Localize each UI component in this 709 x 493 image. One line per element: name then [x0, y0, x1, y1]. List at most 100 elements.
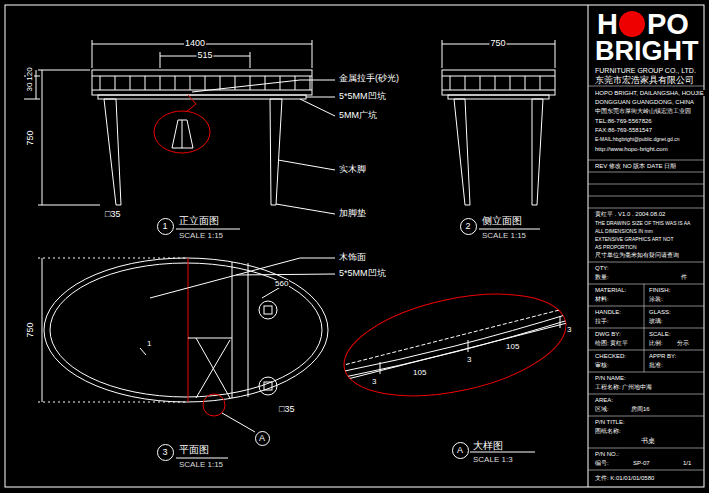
ext-line	[38, 258, 186, 259]
titleblock-text: HOPO BRIGHT, DAILANGSHA, HOUJIE	[594, 90, 705, 96]
leader-line	[150, 258, 335, 298]
drawing-label: SCALE 1:15	[481, 232, 527, 240]
titleblock-text: ALL DIMENSIONS IN mm	[594, 229, 654, 234]
table-plan-inner	[50, 263, 322, 397]
arrow-mark	[140, 348, 146, 355]
drawer-division	[235, 76, 236, 90]
titleblock-text: QTY:	[594, 265, 610, 271]
titleblock-text: 件	[680, 274, 688, 280]
callout-leader	[222, 413, 255, 432]
drawer-division	[175, 76, 176, 90]
drawing-label: 750	[26, 321, 35, 338]
callout-circle: A	[255, 431, 270, 446]
drawing-label: 3	[371, 378, 377, 386]
section-line	[188, 258, 189, 402]
titleblock-text: 玻璃:	[648, 318, 664, 324]
drawer-edge	[188, 338, 232, 339]
titleblock-text: PO	[646, 10, 690, 39]
leg-plan	[264, 382, 272, 390]
titleblock-text: FINISH:	[648, 287, 671, 293]
drawer-division	[130, 76, 131, 90]
callout-circle: 2	[460, 218, 477, 235]
drawing-label: 金属拉手(砂光)	[338, 74, 400, 83]
drawing-label: 平面图	[178, 445, 210, 455]
titleblock-divider	[644, 284, 645, 372]
detail-section	[340, 306, 575, 381]
titleblock-text: 审核:	[594, 362, 610, 368]
callout-circle: 1	[157, 218, 174, 235]
titleblock-text: 分示	[676, 340, 690, 346]
handle-symbol	[172, 120, 193, 148]
drawer-division	[190, 76, 191, 90]
titleblock-text: GLASS:	[648, 309, 672, 315]
titleblock-row	[588, 172, 704, 173]
ext-line	[442, 40, 443, 68]
leg-plan	[259, 377, 277, 395]
logo-dot	[619, 11, 645, 37]
drawer-division	[265, 76, 266, 90]
titleblock-text: CHECKED:	[594, 353, 627, 359]
drawing-label: □35	[278, 405, 295, 414]
titleblock-row	[588, 470, 704, 471]
drawing-label: 5*5MM凹坑	[338, 269, 387, 278]
detail-outline	[335, 277, 575, 414]
drawer-division	[540, 76, 541, 90]
titleblock-text: AS PROPORTION	[594, 245, 638, 250]
leader-line	[300, 99, 335, 116]
drawing-label: 30	[26, 82, 34, 93]
titleblock-text: 编号:	[594, 460, 610, 466]
titleblock-text: THE DRAWING SIZE OF THIS WAS IS AA	[594, 221, 691, 226]
ext-line	[24, 99, 40, 100]
title-underline	[176, 229, 240, 230]
titleblock-text: 东莞市宏浩家具有限公司	[594, 76, 695, 85]
sheet-border	[5, 5, 704, 487]
titleblock-text: FURNITURE GROUP CO., LTD.	[594, 67, 697, 74]
titleblock-row	[588, 262, 704, 263]
drawer-division	[450, 76, 451, 90]
titleblock-row	[588, 208, 704, 209]
titleblock-text: 黄红平 . V1.0 . 2004.08.02	[594, 211, 666, 217]
drawer-division	[115, 76, 116, 90]
drawing-label: SCALE 1:15	[178, 232, 224, 240]
ext-line	[160, 52, 161, 68]
drawing-label: SCALE 1:15	[178, 461, 224, 469]
titleblock-text: E-MAIL:hbgbright@public.dgnet.gd.cn	[594, 137, 681, 142]
drawer-division	[495, 76, 496, 90]
handle-leader	[186, 95, 196, 112]
callout-circle: 3	[157, 444, 174, 461]
titleblock-border	[588, 5, 589, 487]
titleblock-text: FAX:86-769-5581547	[594, 127, 653, 133]
dim-line	[42, 258, 43, 402]
titleblock-row	[588, 448, 704, 449]
detail-circle	[203, 394, 225, 416]
dim-line	[42, 70, 43, 205]
drawing-label: 560	[274, 280, 289, 288]
drawer-division	[295, 76, 296, 90]
titleblock-text: 涂装:	[648, 296, 664, 302]
titleblock-text: APPR BY:	[648, 353, 677, 359]
callout-number: A	[457, 446, 463, 455]
drawing-label: 实木脚	[338, 165, 367, 174]
titleblock-text: 尺寸单位为毫米如有疑问请查询	[594, 253, 680, 259]
leader-line	[276, 204, 335, 214]
titleblock-row	[588, 160, 704, 161]
callout-number: 3	[162, 448, 167, 457]
drawing-label: 5MM广坑	[338, 111, 378, 120]
drawing-label: 750	[26, 129, 35, 146]
leg-plan	[259, 301, 277, 319]
ext-line	[38, 205, 100, 206]
dim-line	[36, 70, 37, 99]
drawer-division	[100, 76, 101, 90]
titleblock-row	[588, 394, 704, 395]
titleblock-grid	[588, 86, 704, 470]
titleblock-row	[588, 306, 704, 307]
drawer-division	[510, 76, 511, 90]
ext-line	[555, 40, 556, 68]
drawing-label: 3	[566, 326, 572, 334]
drawer-grid	[100, 76, 310, 90]
titleblock-text: P/N NAME:	[594, 375, 627, 381]
title-underline	[176, 458, 228, 459]
drawer-division	[250, 76, 251, 90]
handle-symbol	[182, 120, 183, 148]
